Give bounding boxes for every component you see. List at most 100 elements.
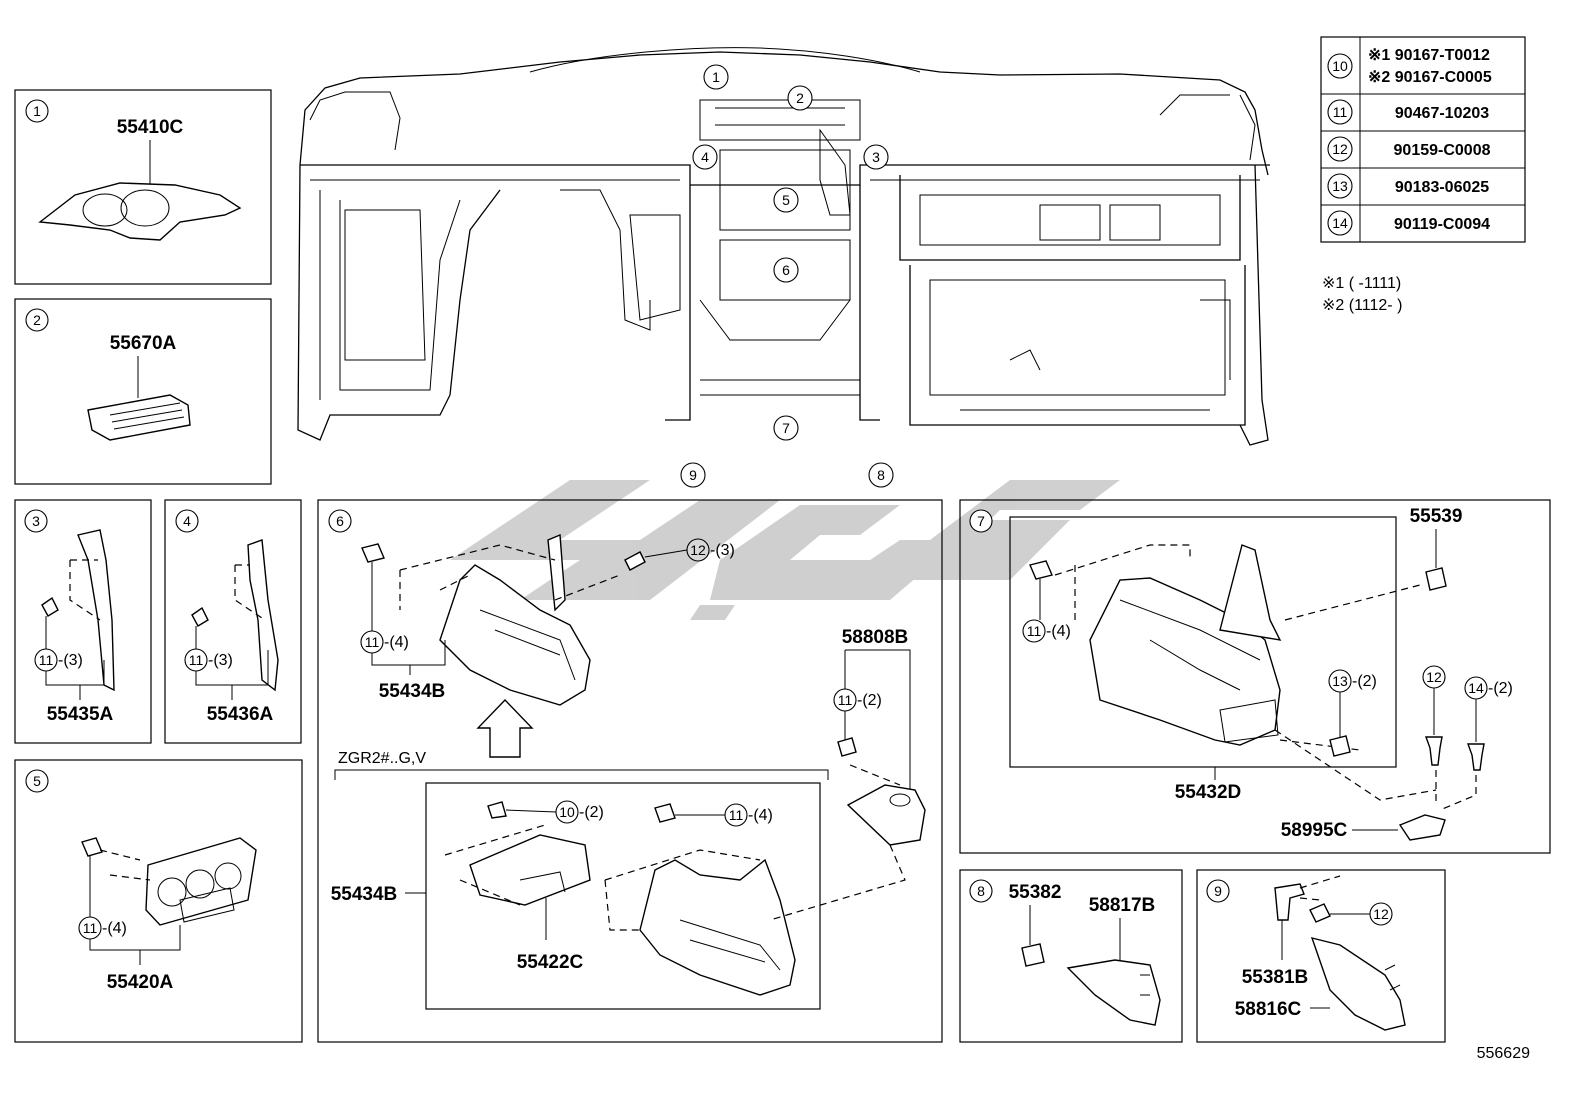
- table-ref-13: 13: [1332, 178, 1348, 194]
- part-55381B-label: 55381B: [1242, 967, 1309, 988]
- clip-part: [1029, 560, 1053, 580]
- panel-8-number: 8: [977, 883, 985, 899]
- main-callout-2: 2: [787, 85, 813, 111]
- table-value-10b: ※2 90167-C0005: [1368, 69, 1492, 86]
- dashboard-assembly: [297, 47, 1270, 446]
- table-value-10a: ※1 90167-T0012: [1368, 47, 1490, 64]
- panel-7-f13-ref: 13: [1332, 673, 1348, 689]
- main-callouts: 1 2 3 4 5 6 7 8 9: [680, 64, 894, 488]
- part-55435A-label: 55435A: [47, 704, 114, 725]
- main-callout-8-label: 8: [877, 467, 885, 483]
- fastener-table: 10 ※1 90167-T0012 ※2 90167-C0005 11 9046…: [1320, 36, 1526, 243]
- panel-7-f11-qty: -(4): [1046, 623, 1071, 640]
- table-ref-14: 14: [1332, 215, 1348, 231]
- lower-panel-variant-part: [639, 858, 796, 996]
- variant-label: ZGR2#..G,V: [338, 750, 426, 767]
- side-trim-part: [1310, 937, 1406, 1031]
- screw-part: [624, 551, 646, 571]
- part-55422C-label: 55422C: [517, 952, 584, 973]
- main-callout-3: 3: [863, 144, 889, 170]
- panel-9: 9 55381B 12 58816C: [1196, 869, 1446, 1043]
- main-callout-1: 1: [703, 64, 729, 90]
- main-callout-7: 7: [773, 415, 799, 441]
- main-callout-3-label: 3: [872, 149, 880, 165]
- part-58816C-label: 58816C: [1235, 999, 1302, 1020]
- panel-6-sub-f11-ref: 11: [729, 807, 744, 823]
- panel-7-f14-qty: -(2): [1488, 680, 1513, 697]
- panel-7: 7 11 -(4) 55539 13 -(2) 12 14 -(2) 55432…: [959, 499, 1551, 854]
- panel-9-number: 9: [1214, 883, 1222, 899]
- air-vent-part: [87, 394, 191, 441]
- panel-6: 6 11 -(4) 55434B 12 -(3) ZGR2#..G,V 5543…: [317, 499, 943, 1043]
- panel-6-side-f11-ref: 11: [838, 692, 853, 708]
- panel-4-fastener-ref: 11: [189, 652, 204, 668]
- console-box-part: [1089, 544, 1282, 746]
- panel-5-fastener-qty: -(4): [102, 920, 127, 937]
- panel-3-fastener-qty: -(3): [58, 652, 83, 669]
- panel-6-f11-qty: -(4): [384, 634, 409, 651]
- panel-6-f10-ref: 10: [559, 804, 575, 820]
- panel-6-number: 6: [336, 513, 344, 529]
- part-58817B-label: 58817B: [1089, 895, 1156, 916]
- panel-9-f12-ref: 12: [1373, 906, 1389, 922]
- part-58808B-label: 58808B: [842, 627, 909, 648]
- panel-3: 3 11 -(3) 55435A: [14, 499, 152, 744]
- part-55436A-label: 55436A: [207, 704, 274, 725]
- panel-2-number: 2: [33, 312, 41, 328]
- main-callout-4-label: 4: [701, 149, 709, 165]
- main-callout-1-label: 1: [712, 69, 720, 85]
- meter-hood-part: [38, 182, 242, 241]
- pillar-garnish-part: [77, 529, 115, 692]
- panel-5-number: 5: [33, 773, 41, 789]
- bracket-part: [1398, 814, 1446, 841]
- panel-cover-part: [846, 784, 926, 846]
- main-callout-9-label: 9: [689, 467, 697, 483]
- panel-6-f11-ref: 11: [365, 634, 380, 650]
- panel-2: 2 55670A: [14, 298, 272, 485]
- panel-8: 8 55382 58817B: [959, 869, 1183, 1043]
- diagram-id: 556629: [1477, 1045, 1530, 1062]
- panel-6-side-f11-qty: -(2): [857, 692, 882, 709]
- clip-part: [1425, 567, 1447, 591]
- clip-part: [81, 837, 103, 857]
- clip-part: [361, 543, 385, 563]
- heater-control-panel-part: [145, 837, 257, 926]
- main-callout-7-label: 7: [782, 420, 790, 436]
- bolt-part: [1425, 736, 1443, 766]
- screw-part: [487, 801, 507, 819]
- main-callout-5-label: 5: [782, 192, 790, 208]
- panel-4-fastener-qty: -(3): [208, 652, 233, 669]
- table-value-11: 90467-10203: [1395, 105, 1489, 122]
- part-55382-label: 55382: [1009, 882, 1062, 903]
- main-callout-6-label: 6: [782, 262, 790, 278]
- panel-5: 5 11 -(4) 55420A: [14, 759, 303, 1043]
- up-arrow-icon: [476, 698, 534, 758]
- panel-4-number: 4: [183, 513, 191, 529]
- panel-7-number: 7: [977, 513, 985, 529]
- clip-part: [41, 596, 59, 617]
- table-value-14: 90119-C0094: [1394, 216, 1490, 233]
- screw-part: [1309, 903, 1331, 923]
- part-55434B-variant-label: 55434B: [331, 884, 398, 905]
- note-1: ※1 ( -1111): [1322, 275, 1401, 292]
- cover-part: [469, 834, 591, 906]
- part-55670A-label: 55670A: [110, 333, 177, 354]
- clip-part: [1021, 943, 1045, 967]
- table-ref-11: 11: [1333, 104, 1348, 120]
- pillar-garnish-part: [247, 539, 279, 692]
- clip-part: [654, 803, 676, 823]
- panel-4: 4 11 -(3) 55436A: [164, 499, 302, 744]
- main-callout-6: 6: [773, 257, 799, 283]
- panel-1: 1 55410C: [14, 89, 272, 285]
- panel-7-f14-ref: 14: [1468, 680, 1484, 696]
- note-2: ※2 (1112- ): [1322, 297, 1402, 314]
- nut-part: [1329, 735, 1351, 757]
- side-trim-part: [1066, 959, 1161, 1026]
- panel-1-number: 1: [33, 103, 41, 119]
- clip-part: [837, 737, 857, 757]
- bracket-part: [1274, 883, 1305, 921]
- panel-7-f11-ref: 11: [1027, 623, 1042, 639]
- clip-part: [191, 606, 209, 627]
- panel-3-number: 3: [32, 513, 40, 529]
